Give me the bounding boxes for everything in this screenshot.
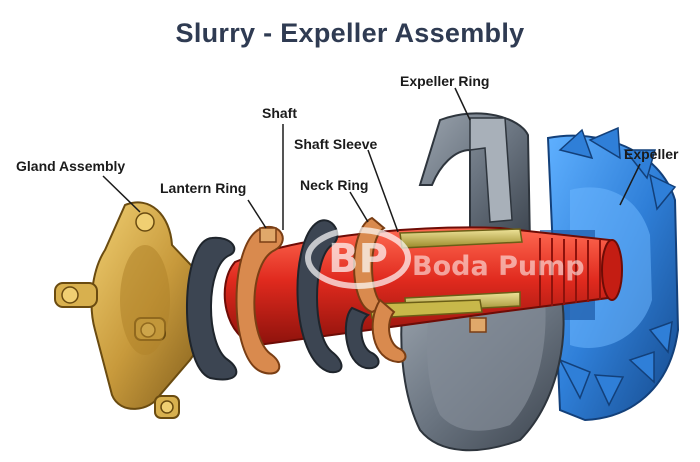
label-neck-ring: Neck Ring — [300, 177, 369, 193]
shaft-sleeve-part — [369, 228, 523, 319]
watermark-logo: BP — [305, 227, 411, 289]
label-expeller-ring: Expeller Ring — [400, 73, 490, 89]
label-shaft-sleeve: Shaft Sleeve — [294, 136, 378, 152]
watermark-brand: Boda Pump — [412, 251, 585, 282]
seal-ring-left — [186, 236, 238, 381]
label-expeller: Expeller — [624, 146, 679, 162]
diagram-title: Slurry - Expeller Assembly — [175, 18, 525, 48]
svg-text:BP: BP — [328, 236, 388, 282]
gland-assembly-part — [54, 201, 209, 419]
lantern-ring-part — [235, 225, 284, 375]
label-lantern-ring: Lantern Ring — [160, 180, 247, 196]
leader-lines — [102, 87, 641, 233]
label-gland-assembly: Gland Assembly — [16, 158, 126, 174]
label-shaft: Shaft — [262, 105, 297, 121]
